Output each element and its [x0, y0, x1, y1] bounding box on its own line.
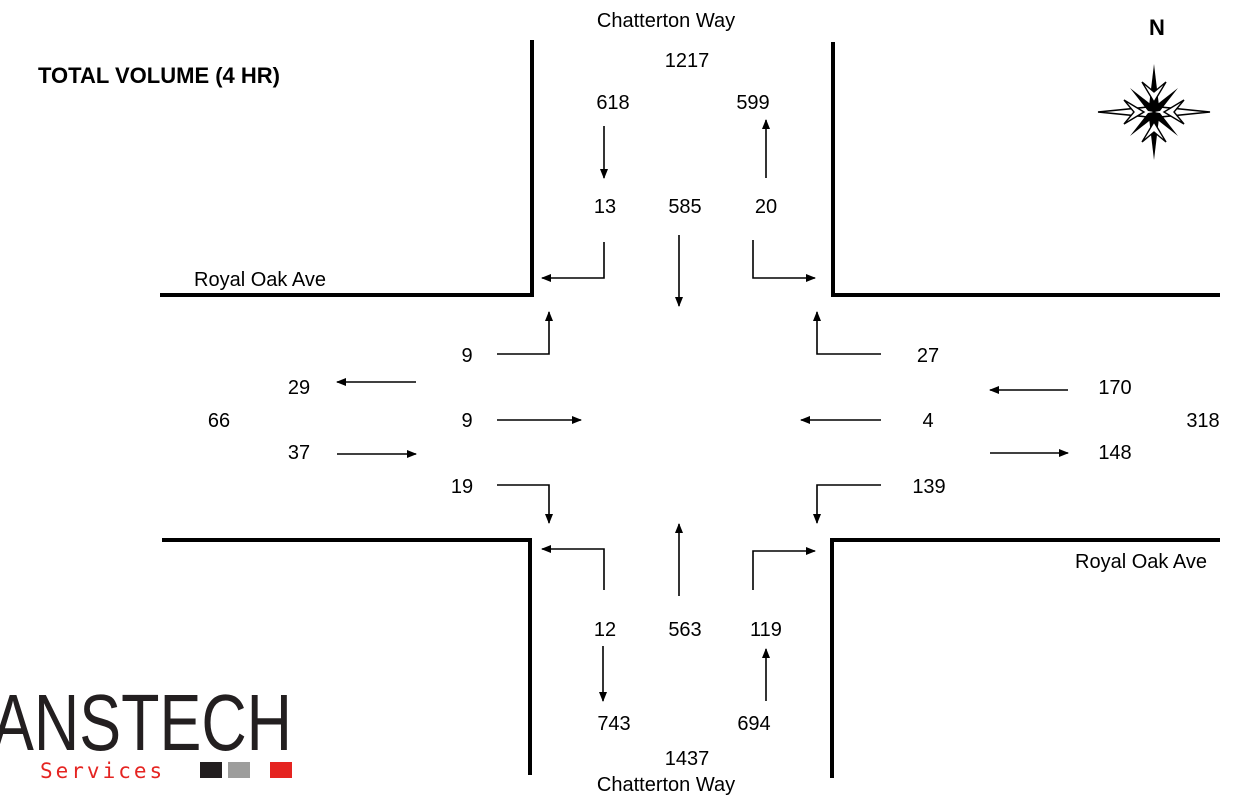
eb-through-volume: 9 — [461, 410, 472, 432]
east-departure-volume: 148 — [1098, 442, 1131, 464]
sb-right-arrow — [541, 242, 605, 282]
street-name-north: Chatterton Way — [597, 10, 735, 32]
west-total-volume: 66 — [208, 410, 230, 432]
street-name-west: Royal Oak Ave — [194, 269, 326, 291]
logo-square-red — [270, 762, 292, 778]
nb-left-arrow — [541, 545, 605, 590]
street-name-east: Royal Oak Ave — [1075, 551, 1207, 573]
eb-left-arrow — [497, 311, 553, 355]
sb-left-volume: 20 — [755, 196, 777, 218]
nb-left-volume: 12 — [594, 619, 616, 641]
north-approach-volume: 618 — [596, 92, 629, 114]
nb-through-volume: 563 — [668, 619, 701, 641]
curb-nw — [160, 40, 534, 297]
west-departure-volume: 29 — [288, 377, 310, 399]
nb-right-volume: 119 — [750, 619, 782, 641]
logo-subtext: Services — [40, 759, 165, 783]
north-leg: 1217 618 599 13 585 20 — [541, 50, 816, 307]
north-total-volume: 1217 — [665, 50, 710, 72]
sb-left-arrow — [752, 240, 816, 282]
west-approach-volume: 37 — [288, 442, 310, 464]
wb-right-arrow — [813, 311, 881, 355]
nb-right-arrow — [752, 547, 816, 590]
sb-right-volume: 13 — [594, 196, 616, 218]
south-total-volume: 1437 — [665, 748, 710, 770]
logo-square-dark — [200, 762, 222, 778]
street-name-south: Chatterton Way — [597, 774, 735, 796]
east-leg: 318 170 148 27 4 139 — [800, 311, 1220, 524]
wb-left-arrow — [813, 484, 881, 524]
north-compass: N — [1097, 15, 1211, 160]
north-departure-volume: 599 — [736, 92, 769, 114]
curb-ne — [831, 42, 1220, 297]
south-approach-volume: 694 — [737, 713, 770, 735]
curb-sw — [162, 538, 532, 775]
eb-right-arrow — [497, 484, 553, 524]
compass-rose-icon — [1097, 64, 1211, 160]
west-leg: 66 29 37 9 9 19 — [208, 311, 582, 524]
east-total-volume: 318 — [1186, 410, 1219, 432]
sb-through-volume: 585 — [668, 196, 701, 218]
eb-right-volume: 19 — [451, 476, 473, 498]
curb-se — [830, 538, 1220, 778]
north-label: N — [1149, 15, 1165, 40]
east-approach-volume: 170 — [1098, 377, 1131, 399]
road-curbs — [160, 40, 1220, 778]
wb-right-volume: 27 — [917, 345, 939, 367]
wb-through-volume: 4 — [922, 410, 933, 432]
logo-square-gray — [228, 762, 250, 778]
anstech-logo: ANSTECH Services — [0, 678, 292, 783]
logo-wordmark: ANSTECH — [0, 678, 292, 767]
wb-left-volume: 139 — [912, 476, 945, 498]
south-leg: 12 563 119 743 694 1437 — [541, 523, 816, 770]
eb-left-volume: 9 — [461, 345, 472, 367]
diagram-title: TOTAL VOLUME (4 HR) — [38, 63, 280, 88]
south-departure-volume: 743 — [597, 713, 630, 735]
